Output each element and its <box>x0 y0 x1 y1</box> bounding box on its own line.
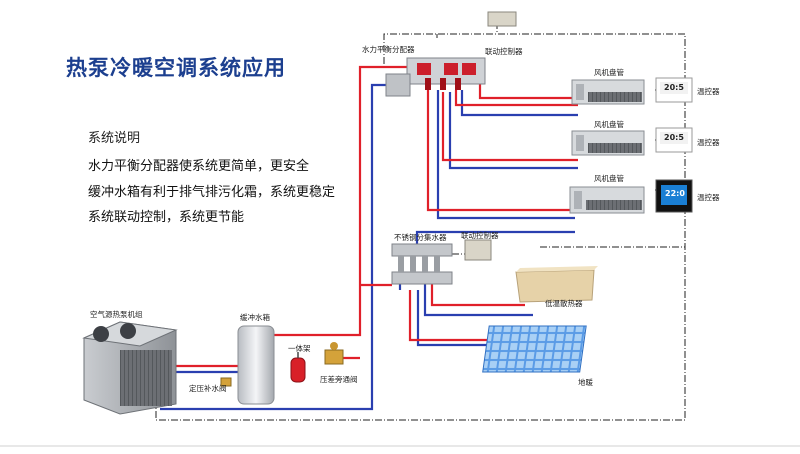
integrated-rack-label: 一体架 <box>288 344 311 353</box>
thermostat-3 <box>655 179 693 213</box>
low-temp-radiator <box>515 266 598 303</box>
linkage-controller-mid-box <box>464 239 492 261</box>
thermostat-2-label: 温控器 <box>697 138 720 147</box>
page-title: 热泵冷暖空调系统应用 <box>66 56 286 80</box>
fan-coil-unit-2 <box>571 130 645 156</box>
stainless-manifold <box>391 243 453 285</box>
fan-coil-unit-1 <box>571 79 645 105</box>
pressure-makeup-valve-label: 定压补水阀 <box>189 384 227 393</box>
system-description-line-1: 水力平衡分配器使系统更简单，更安全 <box>88 159 310 174</box>
system-description-line-3: 系统联动控制，系统更节能 <box>88 210 245 225</box>
fan-coil-3-label: 风机盘管 <box>594 174 624 183</box>
stainless-manifold-label: 不锈钢分集水器 <box>394 233 447 242</box>
thermostat-3-label: 温控器 <box>697 193 720 202</box>
hydraulic-distributor-label: 水力平衡分配器 <box>362 45 415 54</box>
system-description-heading: 系统说明 <box>88 131 141 146</box>
hydraulic-distributor <box>385 57 486 97</box>
linkage-controller-top-box <box>487 11 517 27</box>
air-source-heat-pump <box>82 321 178 415</box>
floor-heating-label: 地暖 <box>578 378 593 387</box>
fan-coil-unit-3 <box>569 186 645 214</box>
thermostat-3-display: 22:0 <box>665 189 685 198</box>
low-temp-radiator-label: 低温散热器 <box>545 299 583 308</box>
system-description-line-2: 缓冲水箱有利于排气排污化霜，系统更稳定 <box>88 185 336 200</box>
bypass-valve-label: 压差旁通阀 <box>320 375 358 384</box>
integrated-rack <box>290 352 306 383</box>
buffer-tank-label: 缓冲水箱 <box>240 313 270 322</box>
thermostat-1 <box>655 77 693 103</box>
heat-pump-unit-label: 空气源热泵机组 <box>90 310 143 319</box>
thermostat-1-label: 温控器 <box>697 87 720 96</box>
linkage-controller-top-label: 联动控制器 <box>485 47 523 56</box>
linkage-controller-mid-label: 联动控制器 <box>461 231 499 240</box>
thermostat-1-display: 20:5 <box>664 83 684 92</box>
thermostat-2 <box>655 127 693 153</box>
bypass-valve <box>324 342 344 365</box>
fan-coil-2-label: 风机盘管 <box>594 120 624 129</box>
pressure-makeup-valve <box>220 377 232 387</box>
buffer-tank-body <box>237 325 275 405</box>
thermostat-2-display: 20:5 <box>664 133 684 142</box>
floor-heating-grid <box>482 325 587 373</box>
fan-coil-1-label: 风机盘管 <box>594 68 624 77</box>
